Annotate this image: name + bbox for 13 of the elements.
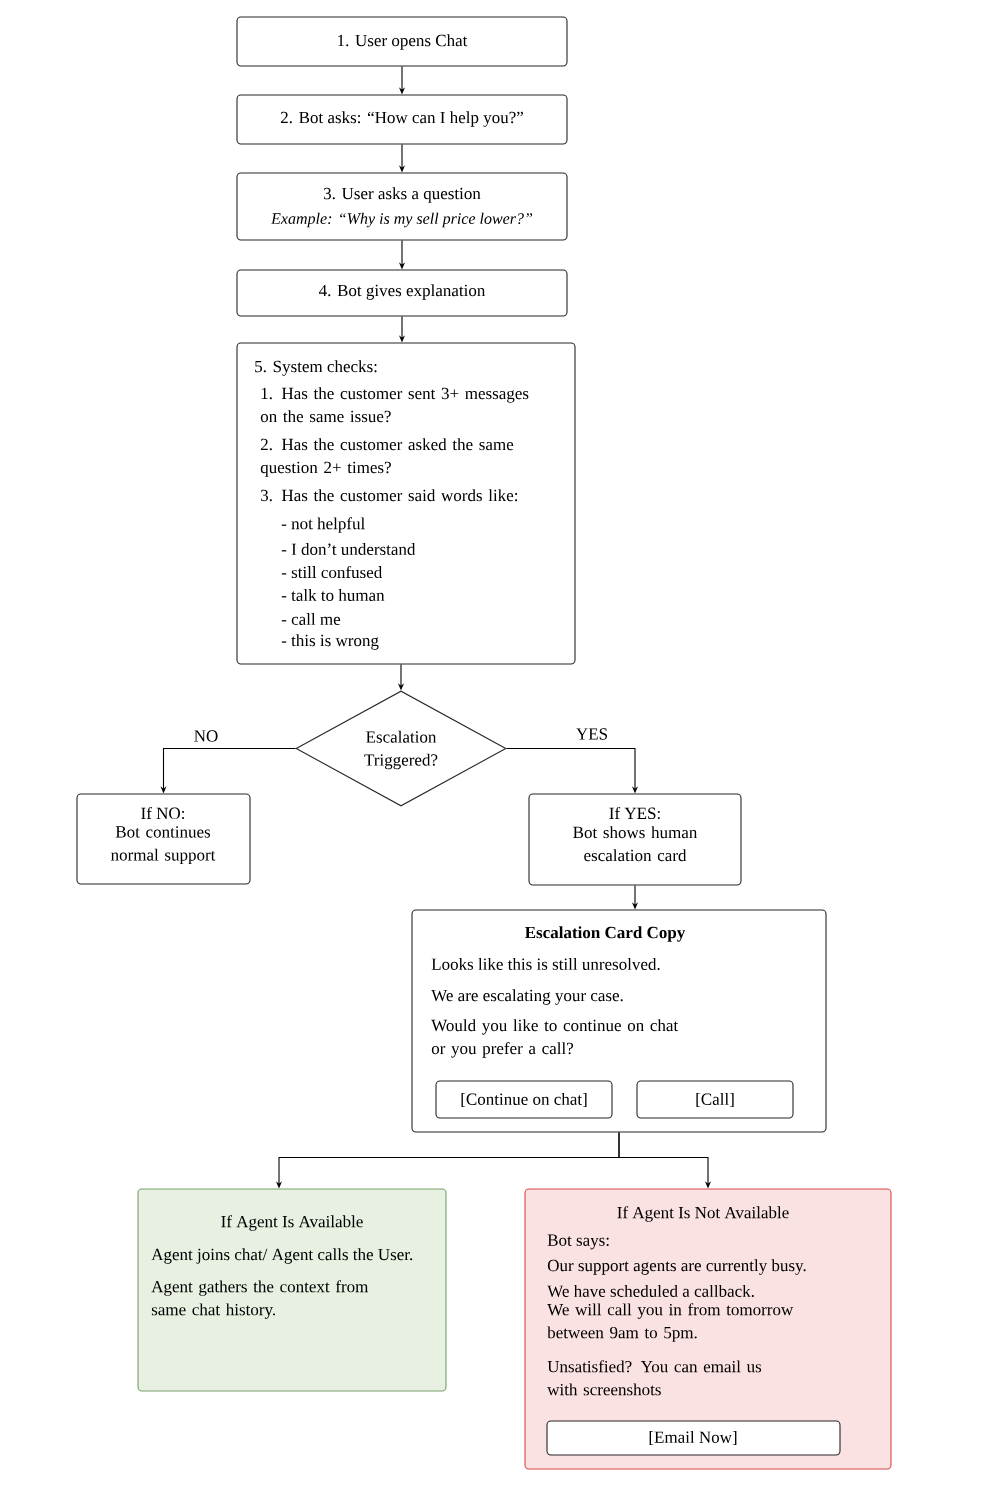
edge-label: YES bbox=[574, 727, 610, 741]
process-box: 3. User asks a question Example: “Why is my sell price lower?” bbox=[236, 172, 568, 241]
checklist-box: 5. System checks: 1. Has the customer sent 3+ messages on the same issue? 2. Has the customer asked the same question 2+ times? 3. Has the customer said words like: - not helpful - I don’t understand - still confused - talk to human - call me - this is wrong bbox=[236, 342, 576, 665]
edge-label: NO bbox=[192, 729, 220, 743]
process-box: 2. Bot asks: “How can I help you?” bbox=[236, 94, 568, 145]
outcome-box: If YES: Bot shows human escalation card bbox=[528, 793, 742, 886]
button: [Continue on chat] bbox=[435, 1080, 613, 1119]
outcome-box: If NO: Bot continues normal support bbox=[76, 793, 251, 885]
process-box: 1. User opens Chat bbox=[236, 16, 568, 67]
process-box: 4. Bot gives explanation bbox=[236, 269, 568, 317]
button: [Email Now] bbox=[546, 1420, 841, 1456]
outcome-box: If Agent Is Available Agent joins chat/ Agent calls the User. Agent gathers the context from same chat history. bbox=[137, 1188, 447, 1392]
button: [Call] bbox=[636, 1080, 794, 1119]
